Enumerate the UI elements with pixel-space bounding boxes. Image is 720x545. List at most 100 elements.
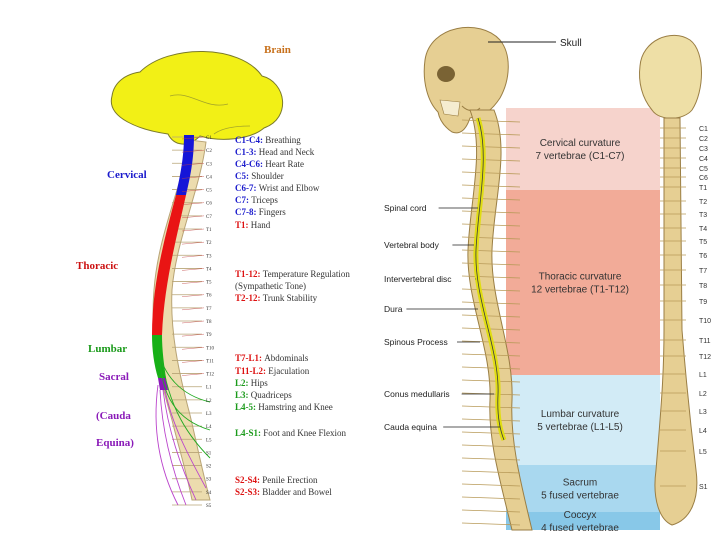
function-code: L2: (235, 378, 251, 388)
vertebra-label: C5 (206, 189, 212, 194)
anatomy-label: Conus medullaris (384, 389, 450, 399)
function-item: S2-S3: Bladder and Bowel (235, 487, 332, 497)
function-text: Penile Erection (262, 475, 318, 485)
function-text: Trunk Stability (263, 293, 318, 303)
spine-label: T6 (699, 253, 707, 260)
vertebra-label: T6 (206, 294, 212, 299)
function-item: C1-C4: Breathing (235, 135, 301, 145)
anatomy-label: Spinal cord (384, 203, 427, 213)
function-code: C4-C6: (235, 159, 265, 169)
region-cervical: Cervical (107, 169, 147, 181)
spine-label: C4 (699, 156, 708, 163)
region-cauda-line2: Equina) (96, 437, 134, 449)
back-spine-labels: C1C2C3C4C5C6T1T2T3T4T5T6T7T8T9T10T11T12L… (699, 126, 711, 491)
side-segment (461, 353, 521, 357)
function-text: Breathing (265, 135, 301, 145)
function-text: Triceps (251, 195, 278, 205)
side-segment (461, 405, 521, 409)
band-title: Coccyx (564, 510, 597, 521)
curvature-band (506, 190, 660, 375)
nerve-lead (181, 189, 205, 192)
side-segment (461, 197, 521, 201)
side-spine-segments (461, 119, 521, 526)
anatomy-label: Spinous Process (384, 337, 448, 347)
vertebra-labels: C1C2C3C4C5C6C7T1T2T3T4T5T6T7T8T9T10T11T1… (206, 136, 215, 509)
side-segment (461, 171, 521, 175)
spine-label: C1 (699, 126, 708, 133)
side-segment (461, 366, 521, 370)
nerve-lead (181, 333, 205, 337)
nerve-lead (181, 228, 205, 232)
curvature-band (506, 375, 660, 465)
function-code: L4-S1: (235, 428, 263, 438)
brain-illustration (110, 51, 283, 145)
vertebra-label: L5 (206, 438, 212, 443)
nerve-lead (181, 149, 205, 153)
region-lumbar: Lumbar (88, 343, 127, 355)
function-code: T1: (235, 220, 251, 230)
vertebra-label: T10 (206, 346, 215, 351)
spine-label: S1 (699, 484, 708, 491)
band-title: Sacrum (563, 478, 597, 489)
spine-label: L4 (699, 428, 707, 435)
nerve-lead (181, 163, 205, 166)
spine-label: T1 (699, 185, 707, 192)
nerve-lead (181, 281, 205, 284)
function-item: S2-S4: Penile Erection (235, 475, 318, 485)
vertebra-segments (172, 136, 202, 506)
side-segment (461, 496, 521, 500)
function-code: T2-12: (235, 293, 263, 303)
function-item: T1: Hand (235, 220, 271, 230)
vertebra-label: L1 (206, 386, 212, 391)
side-segment (461, 483, 521, 487)
side-segment (461, 119, 521, 123)
function-item: L2: Hips (235, 378, 268, 388)
function-text: Temperature Regulation (263, 269, 351, 279)
function-item: L3: Quadriceps (235, 390, 292, 400)
function-code: C6-7: (235, 183, 259, 193)
band-subtitle: 7 vertebrae (C1-C7) (536, 151, 625, 162)
band-subtitle: 4 fused vertebrae (541, 523, 619, 534)
function-text: Shoulder (251, 171, 284, 181)
vertebra-label: C4 (206, 175, 212, 180)
spine-label: T7 (699, 268, 707, 275)
function-text: Heart Rate (265, 159, 304, 169)
back-spine-segments (660, 127, 686, 487)
side-segment (461, 314, 521, 318)
spine-label: C2 (699, 136, 708, 143)
side-segment (461, 379, 521, 383)
vertebra-label: T11 (206, 359, 214, 364)
side-segment (461, 327, 521, 331)
spine-label: T3 (699, 212, 707, 219)
spine-label: L1 (699, 372, 707, 379)
nerve-lead (181, 294, 205, 297)
curvature-band (506, 465, 660, 512)
side-segment (461, 418, 521, 422)
function-code: C7: (235, 195, 251, 205)
band-subtitle: 12 vertebrae (T1-T12) (531, 285, 629, 296)
function-code: T7-L1: (235, 353, 264, 363)
function-code: C1-C4: (235, 135, 265, 145)
function-text: Quadriceps (251, 390, 292, 400)
function-text: Hamstring and Knee (258, 402, 332, 412)
back-spine-column (654, 117, 698, 526)
vertebra-label: C7 (206, 215, 212, 220)
function-item: T1-12: Temperature Regulation (235, 269, 350, 279)
spine-label: T2 (699, 199, 707, 206)
function-text: Foot and Knee Flexion (263, 428, 346, 438)
side-segment (461, 184, 521, 188)
nerve-lead (181, 360, 205, 363)
cord-thoracic (152, 195, 186, 335)
function-code: L4-5: (235, 402, 258, 412)
function-item: T2-12: Trunk Stability (235, 293, 318, 303)
vertebra-label: S3 (206, 478, 212, 483)
spine-label: C6 (699, 175, 708, 182)
side-segment (461, 444, 521, 448)
side-segment (461, 262, 521, 266)
function-code: T11-L2: (235, 366, 268, 376)
